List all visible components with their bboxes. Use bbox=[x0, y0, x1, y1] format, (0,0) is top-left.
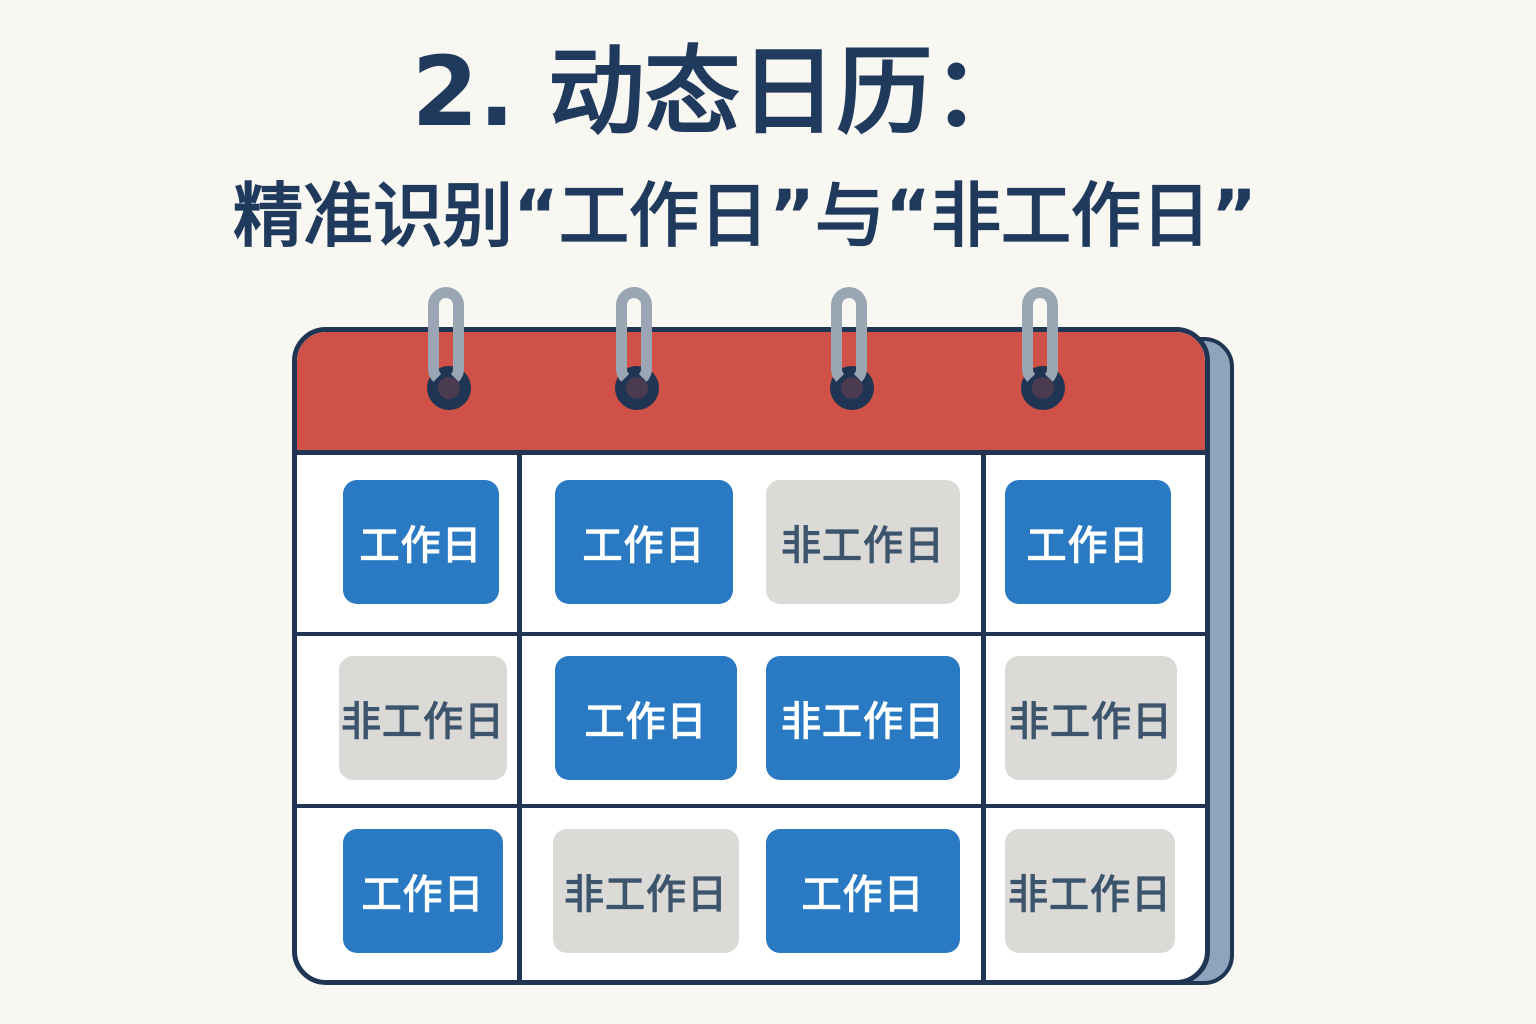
binder-ring bbox=[831, 287, 867, 387]
grid-line bbox=[297, 632, 1205, 636]
binder-ring bbox=[428, 287, 464, 387]
day-tile: 非工作日 bbox=[1005, 656, 1177, 780]
calendar-illustration: 工作日 工作日 非工作日 工作日 非工作日 工作日 非工作日 非工作日 工作日 … bbox=[292, 287, 1234, 985]
grid-line bbox=[297, 804, 1205, 808]
calendar-front-page: 工作日 工作日 非工作日 工作日 非工作日 工作日 非工作日 非工作日 工作日 … bbox=[292, 327, 1210, 985]
day-tile: 非工作日 bbox=[766, 656, 960, 780]
grid-line bbox=[981, 450, 986, 980]
grid-line bbox=[517, 450, 522, 980]
day-tile: 工作日 bbox=[555, 480, 733, 604]
title-line-2: 精准识别“工作日”与“非工作日” bbox=[232, 175, 1258, 257]
day-tile: 工作日 bbox=[555, 656, 737, 780]
day-tile: 工作日 bbox=[1005, 480, 1171, 604]
title-line-1: 2. 动态日历： bbox=[411, 36, 1029, 148]
day-tile: 工作日 bbox=[343, 829, 503, 953]
day-tile: 工作日 bbox=[343, 480, 499, 604]
day-tile: 非工作日 bbox=[553, 829, 739, 953]
day-tile: 非工作日 bbox=[766, 480, 960, 604]
day-tile: 非工作日 bbox=[339, 656, 507, 780]
binder-ring bbox=[1022, 287, 1058, 387]
day-tile: 非工作日 bbox=[1005, 829, 1175, 953]
day-tile: 工作日 bbox=[766, 829, 960, 953]
binder-ring bbox=[616, 287, 652, 387]
